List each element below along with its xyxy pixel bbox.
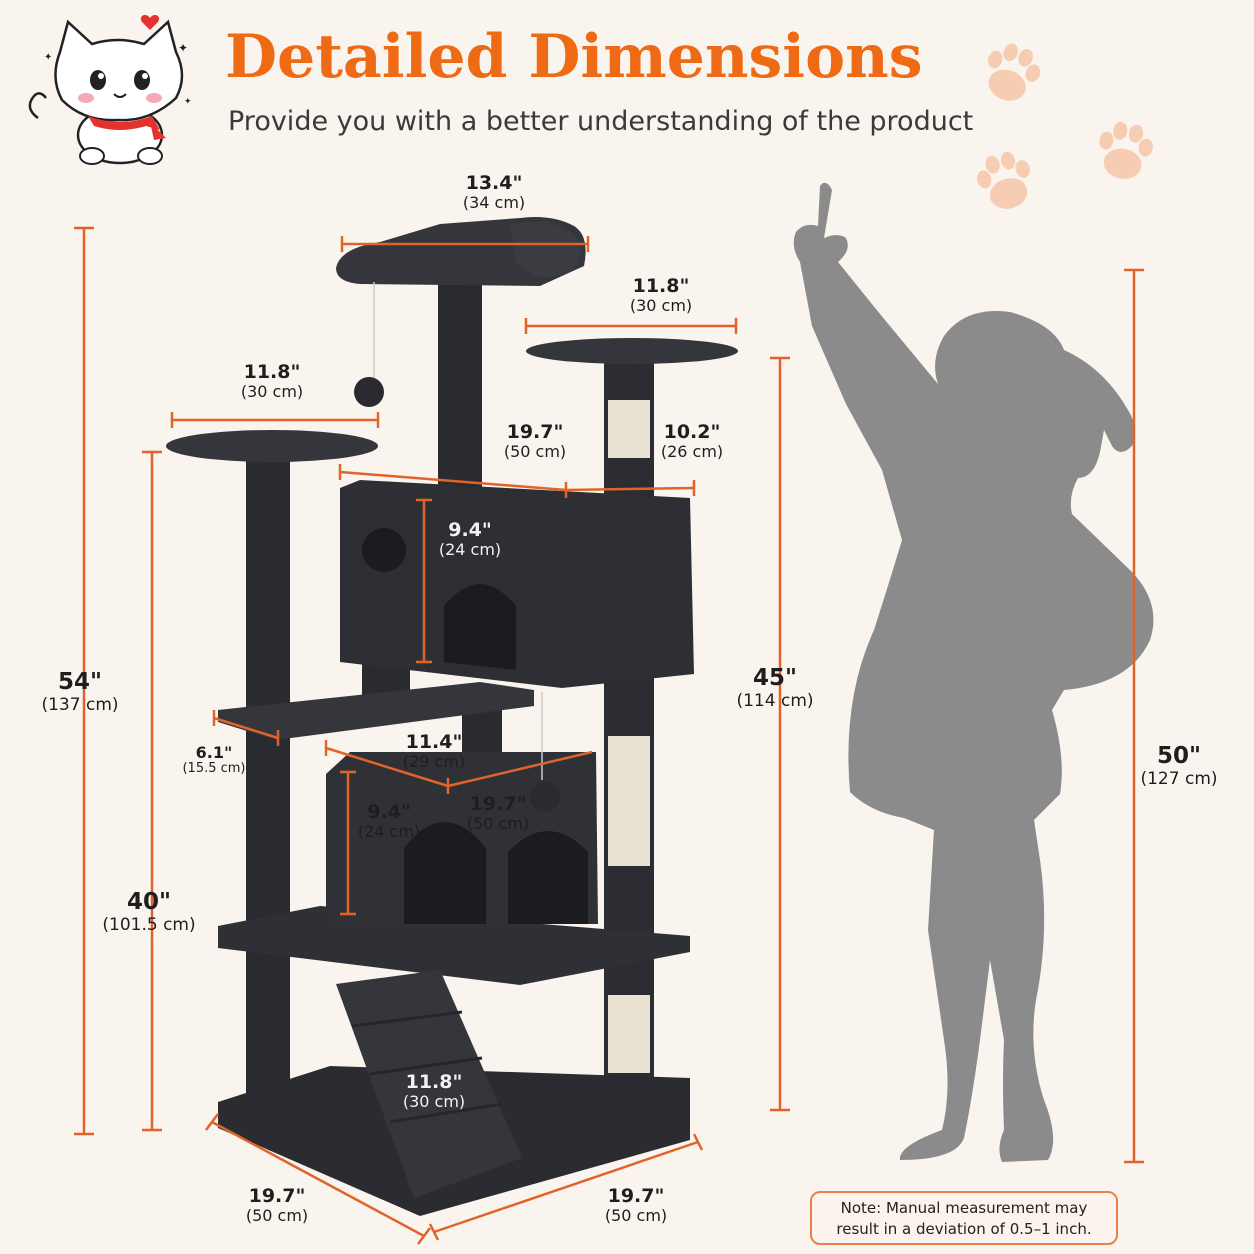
base-right-width-label: 19.7"(50 cm) — [604, 1185, 668, 1226]
lower-platform — [218, 906, 690, 985]
ramp-length-label: 11.8"(30 cm) — [402, 1071, 466, 1112]
top-perch-width-label: 13.4"(34 cm) — [462, 172, 526, 213]
left-platform — [166, 430, 378, 462]
right-platform — [526, 338, 738, 364]
shelf-width-label: 6.1"(15.5 cm) — [182, 743, 246, 776]
paw-print-icon — [976, 37, 1047, 109]
upper-condo-depth-label: 10.2"(26 cm) — [660, 421, 724, 462]
left-post-height-label: 40"(101.5 cm) — [102, 889, 196, 935]
sisal-wrap — [608, 736, 650, 866]
child-silhouette — [793, 182, 1154, 1163]
upper-condo — [340, 480, 694, 688]
cat-tree-product — [166, 217, 738, 1216]
lower-condo-depth-label: 11.4"(29 cm) — [402, 731, 466, 772]
right-platform-width-label: 11.8"(30 cm) — [629, 275, 693, 316]
sisal-wrap — [608, 995, 650, 1073]
page-subtitle: Provide you with a better understanding … — [228, 106, 974, 137]
base-left-width-label: 19.7"(50 cm) — [245, 1185, 309, 1226]
child-height-label: 50"(127 cm) — [1140, 743, 1218, 789]
hanging-ball-toy — [354, 377, 384, 407]
paw-print-icon — [971, 146, 1039, 215]
left-platform-width-label: 11.8"(30 cm) — [240, 361, 304, 402]
right-post — [604, 356, 654, 1101]
dimension-lines — [74, 226, 1144, 1245]
svg-text:✦: ✦ — [44, 52, 52, 63]
sisal-wrap — [608, 400, 650, 458]
svg-text:✦: ✦ — [184, 97, 192, 107]
hanging-ball-toy — [530, 782, 560, 812]
total-height-label: 54"(137 cm) — [41, 669, 119, 715]
kitten-mascot-icon: ✦ ✦ ✦ — [28, 15, 192, 165]
paw-print-icon — [1093, 118, 1157, 184]
left-post — [246, 460, 290, 1120]
right-post-height-label: 45"(114 cm) — [736, 665, 814, 711]
middle-shelf — [218, 682, 534, 740]
note-line-2: result in a deviation of 0.5–1 inch. — [836, 1220, 1092, 1238]
page-title: Detailed Dimensions — [225, 22, 923, 92]
upper-condo-height-label: 9.4"(24 cm) — [438, 519, 502, 560]
lower-condo-width-label: 19.7"(50 cm) — [466, 793, 530, 834]
ramp — [336, 970, 522, 1198]
lower-condo-height-label: 9.4"(24 cm) — [357, 801, 421, 842]
measurement-note: Note: Manual measurement may result in a… — [810, 1191, 1118, 1245]
svg-text:✦: ✦ — [178, 41, 188, 55]
note-line-1: Note: Manual measurement may — [840, 1199, 1088, 1217]
paw-print-icons — [971, 37, 1157, 215]
upper-condo-width-label: 19.7"(50 cm) — [503, 421, 567, 462]
